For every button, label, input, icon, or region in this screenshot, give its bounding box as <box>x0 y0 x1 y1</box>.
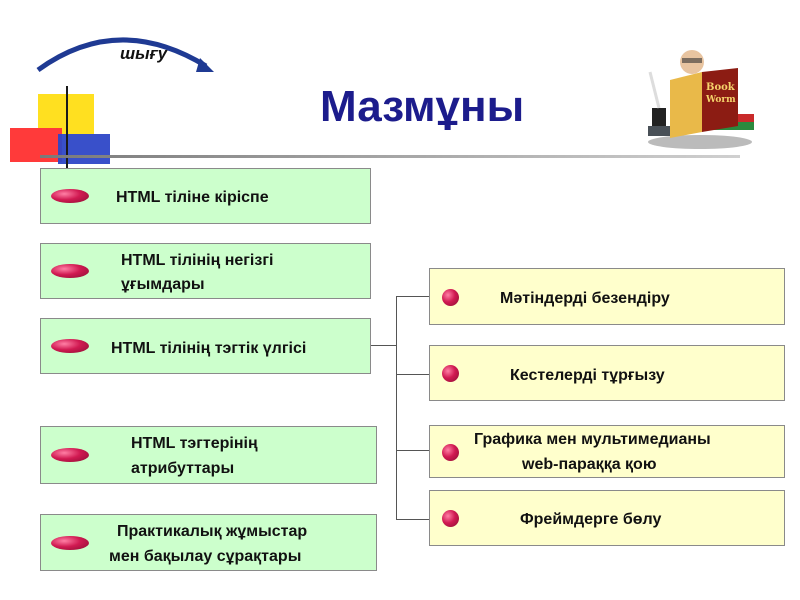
header-divider <box>40 155 740 158</box>
bullet-icon <box>51 189 89 203</box>
connector-main-horizontal <box>371 345 397 346</box>
menu-item-label-line1: HTML тэгтерінің <box>131 435 258 452</box>
decor-vertical-line <box>66 86 68 168</box>
bullet-icon <box>442 510 459 527</box>
exit-label: шығу <box>120 44 168 63</box>
bullet-icon <box>442 443 459 461</box>
connector-branch-2 <box>396 374 429 375</box>
submenu-item-frames[interactable]: Фреймдерге бөлу <box>429 490 785 546</box>
menu-item-label-line1: Практикалық жұмыстар <box>117 523 308 540</box>
connector-vertical <box>396 296 397 520</box>
bullet-icon <box>442 365 459 382</box>
bookworm-illustration: Book Worm <box>648 50 754 149</box>
submenu-item-text-formatting[interactable]: Мәтіндерді безендіру <box>429 268 785 325</box>
menu-item-intro[interactable]: HTML тіліне кіріспе <box>40 168 371 224</box>
submenu-item-label: Мәтіндерді безендіру <box>500 290 670 307</box>
submenu-item-label-line2: web-параққа қою <box>522 456 657 473</box>
submenu-item-tables[interactable]: Кестелерді тұрғызу <box>429 345 785 401</box>
page-title: Мазмұны <box>320 82 525 131</box>
menu-item-label-line1: HTML тілінің негізгі <box>121 252 274 269</box>
bullet-icon <box>51 264 89 278</box>
menu-item-tag-attributes[interactable]: HTML тэгтерінің атрибуттары <box>40 426 377 484</box>
connector-branch-1 <box>396 296 429 297</box>
menu-item-label: HTML тілінің тэгтік үлгісі <box>111 340 307 357</box>
submenu-item-graphics-multimedia[interactable]: Графика мен мультимедианы web-параққа қо… <box>429 425 785 478</box>
menu-item-label-line2: ұғымдары <box>121 276 205 293</box>
submenu-item-label: Фреймдерге бөлу <box>520 511 662 528</box>
bullet-icon <box>51 448 89 462</box>
bullet-icon <box>442 288 459 306</box>
menu-item-practical-work[interactable]: Практикалық жұмыстар мен бақылау сұрақта… <box>40 514 377 571</box>
menu-item-tag-model[interactable]: HTML тілінің тэгтік үлгісі <box>40 318 371 374</box>
menu-item-label: HTML тіліне кіріспе <box>116 189 269 206</box>
curved-arrow-icon <box>36 37 214 73</box>
book-cover-text-2: Worm <box>705 95 736 105</box>
submenu-item-label: Кестелерді тұрғызу <box>510 367 665 384</box>
connector-branch-4 <box>396 519 429 520</box>
menu-item-label-line2: мен бақылау сұрақтары <box>109 548 302 565</box>
book-cover-text-1: Book <box>706 82 736 93</box>
menu-item-basic-concepts[interactable]: HTML тілінің негізгі ұғымдары <box>40 243 371 299</box>
menu-item-label-line2: атрибуттары <box>131 460 235 477</box>
submenu-item-label-line1: Графика мен мультимедианы <box>474 431 711 448</box>
connector-branch-3 <box>396 450 429 451</box>
bullet-icon <box>51 339 89 353</box>
bullet-icon <box>51 535 89 550</box>
exit-button[interactable]: шығу <box>28 22 218 82</box>
